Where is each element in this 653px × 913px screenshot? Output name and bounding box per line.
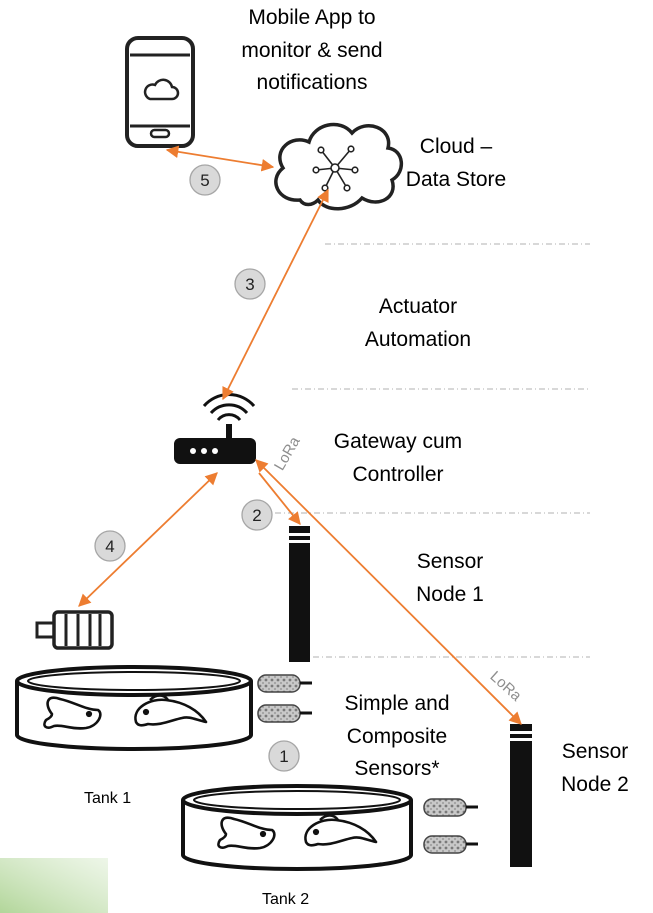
arrow-gateway-node2	[255, 459, 522, 725]
step-badge-4	[94, 530, 126, 562]
step-badges	[94, 164, 300, 772]
wifi-router-icon	[174, 393, 256, 464]
smartphone-cloud-icon	[125, 36, 195, 148]
fish-icon	[43, 696, 102, 730]
step-number-5: 5	[200, 171, 209, 190]
cloud-network-icon	[274, 122, 403, 211]
motor-icon	[35, 610, 114, 650]
fish-icon	[304, 814, 378, 847]
step-number-1: 1	[279, 747, 288, 766]
corner-decoration	[0, 858, 108, 913]
fish-icon	[217, 816, 276, 850]
step-number-4: 4	[105, 537, 114, 556]
sensor-node-1-pole	[289, 526, 310, 662]
cloud-label: Cloud – Data Store	[405, 135, 507, 191]
sensor-node-1-label: Sensor Node 1	[416, 550, 484, 606]
step-badge-3	[234, 268, 266, 300]
step-badge-5	[189, 164, 221, 196]
arrow-cloud-gateway	[222, 188, 329, 401]
gateway-controller-label: Gateway cum Controller	[333, 430, 463, 486]
sensor-node-2-label: Sensor Node 2	[561, 740, 629, 796]
tank-1	[15, 665, 253, 751]
mobile-app-label: Mobile App to monitor & send notificatio…	[241, 6, 383, 95]
sensors-label: Simple and Composite Sensors*	[344, 692, 450, 781]
tank-2-label: Tank 2	[262, 891, 310, 908]
sensor-node-2-pole	[510, 724, 532, 867]
actuator-automation-label: Actuator Automation	[364, 295, 472, 351]
arrow-gateway-motor	[78, 472, 218, 607]
step-number-3: 3	[245, 275, 254, 294]
step-number-2: 2	[252, 506, 261, 525]
connection-arrows	[78, 145, 522, 725]
tank-2	[181, 784, 413, 871]
step-badge-2	[241, 499, 273, 531]
arrow-app-cloud	[165, 145, 275, 172]
fish-icon	[134, 694, 208, 727]
tank-1-label: Tank 1	[84, 790, 132, 807]
step-badge-1	[268, 740, 300, 772]
